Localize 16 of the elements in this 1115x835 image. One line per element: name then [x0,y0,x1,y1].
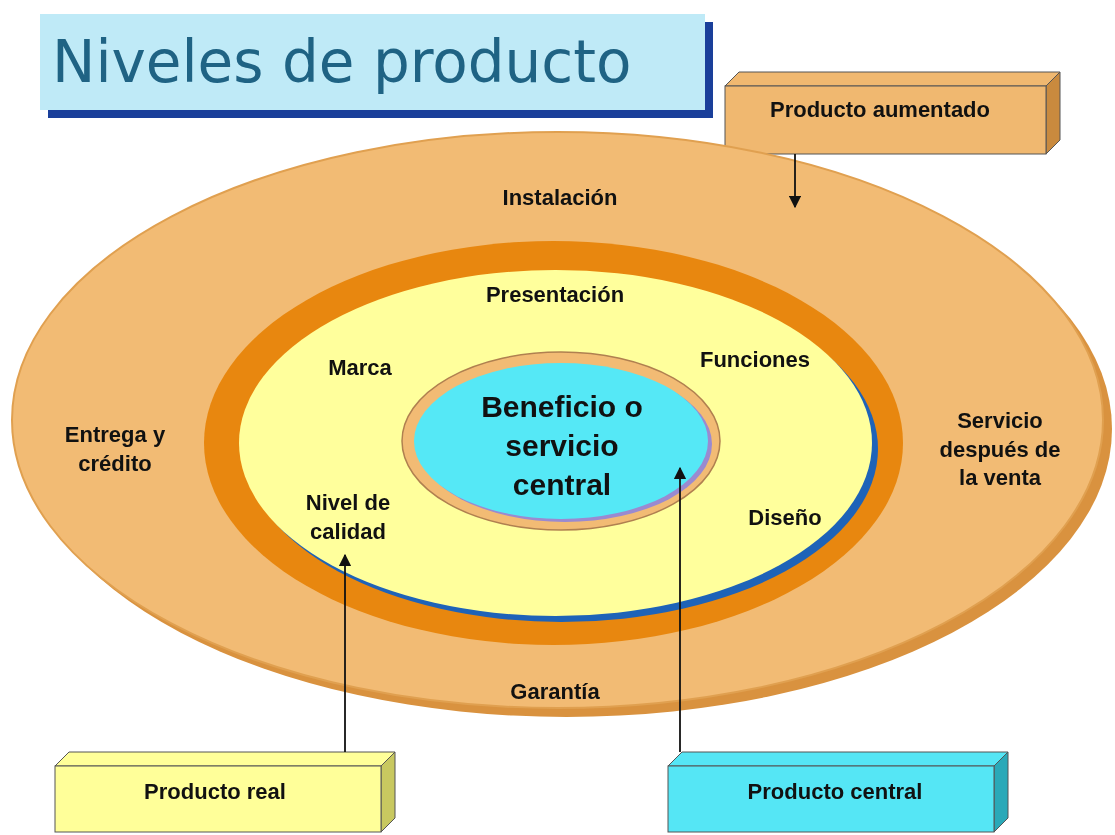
level-label: Entrega y crédito [63,421,167,478]
level-label: Beneficio o servicio central [480,388,644,503]
arrow [788,153,802,209]
arrow [673,466,687,753]
level-label: Marca [327,353,393,382]
box-label: Producto aumentado [769,95,991,124]
level-label: Instalación [501,183,619,212]
level-label: Presentación [484,280,626,309]
arrow [338,553,352,753]
level-label: Garantía [509,677,601,706]
level-label: Diseño [747,503,823,532]
box-label: Producto real [143,777,287,806]
level-label: Funciones [699,345,811,374]
box-label: Producto central [746,777,924,806]
level-label: Servicio después de la venta [938,407,1062,493]
level-label: Nivel de calidad [304,489,392,546]
